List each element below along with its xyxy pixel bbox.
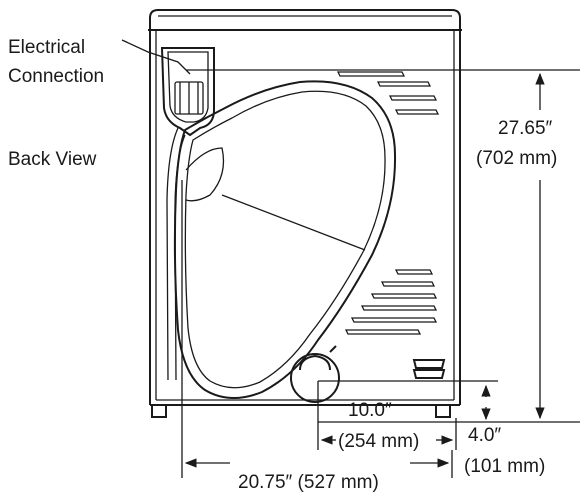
dryer-cabinet: [148, 9, 462, 418]
vent-height-mm: (101 mm): [464, 456, 545, 477]
height-inches: 27.65″: [498, 118, 553, 139]
vent-offset-dimension: 10.0″ (254 mm): [317, 381, 457, 452]
drum-outline: [173, 80, 397, 399]
exhaust-vent: [290, 345, 340, 403]
right-foot: [435, 404, 451, 418]
left-foot: [151, 404, 167, 418]
vent-height-dimension: 4.0″ (101 mm): [318, 380, 580, 477]
electrical-label-line2: Connection: [8, 66, 104, 87]
vent-offset-inches: 10.0″: [348, 400, 392, 421]
electrical-connection-box: [160, 47, 215, 137]
vent-offset-mm: (254 mm): [338, 431, 419, 452]
upper-vent-louvers: [336, 71, 440, 115]
height-mm: (702 mm): [476, 148, 557, 169]
electrical-leader-line: [121, 39, 191, 75]
width-label: 20.75″ (527 mm): [238, 472, 379, 493]
electrical-label-line1: Electrical: [8, 37, 85, 58]
back-view-label: Back View: [8, 149, 97, 170]
height-dimension: 27.65″ (702 mm): [186, 69, 580, 420]
width-dimension: 20.75″ (527 mm): [181, 180, 453, 493]
cable-channel: [166, 127, 186, 381]
side-vent-slots: [412, 359, 446, 379]
lower-vent-louvers: [344, 269, 438, 335]
vent-height-inches: 4.0″: [468, 425, 501, 446]
